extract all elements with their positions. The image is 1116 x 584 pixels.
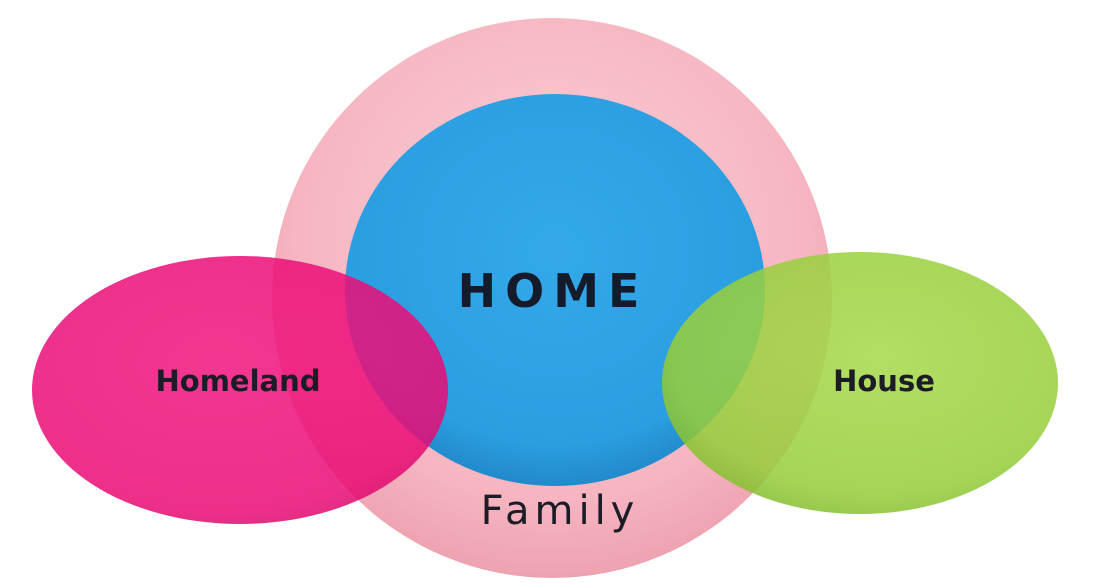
ring-label: Family (481, 488, 640, 534)
right-label: House (833, 364, 935, 398)
center-label: HOME (458, 264, 649, 318)
home-circle (345, 94, 765, 486)
homeland-ellipse (32, 256, 448, 524)
left-label: Homeland (156, 364, 321, 398)
house-ellipse (662, 252, 1058, 514)
